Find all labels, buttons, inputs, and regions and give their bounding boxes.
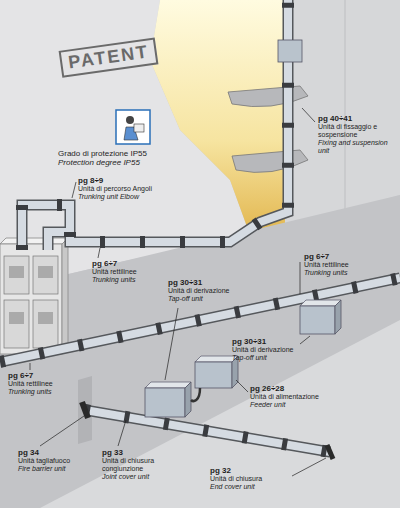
callout-label-en: Joint cover unit bbox=[102, 473, 182, 481]
callout-label: Unità di fissaggio e sospensione bbox=[318, 123, 396, 139]
callout-number: pg 6÷7 bbox=[8, 371, 83, 380]
protection-icon bbox=[126, 116, 134, 124]
cabinet-panel bbox=[4, 256, 29, 294]
patent-stamp: PATENT bbox=[59, 37, 159, 77]
callout-label-en: Trunking units bbox=[304, 269, 384, 277]
floor bbox=[40, 320, 400, 508]
breaker bbox=[38, 266, 53, 278]
fire-barrier bbox=[82, 402, 88, 418]
suspension-bracket bbox=[228, 86, 308, 107]
cabinet bbox=[0, 244, 62, 354]
trunking-unit bbox=[0, 0, 400, 452]
feeder-box bbox=[195, 362, 232, 388]
callout-label: Unità di derivazione bbox=[168, 287, 238, 295]
callout-label: Unità di percorso Angoli bbox=[78, 185, 168, 193]
cabinet-panel bbox=[33, 256, 58, 294]
suspension-bracket bbox=[232, 150, 308, 172]
cabinet-top bbox=[0, 238, 68, 244]
joint-cover bbox=[0, 0, 400, 452]
callout-label-en: Tap-off unit bbox=[232, 354, 298, 362]
callout-group: pg 26÷28Unità di alimentazioneFeeder uni… bbox=[250, 384, 340, 409]
callout-label: Unità tagliafuoco bbox=[18, 457, 90, 465]
callout-number: pg 33 bbox=[102, 448, 182, 457]
callout-label: Unità rettilinee bbox=[304, 261, 384, 269]
cabinet-panel bbox=[33, 300, 58, 348]
cable bbox=[191, 388, 200, 401]
stamp-group: PATENT bbox=[60, 44, 160, 71]
feeder-box-top bbox=[195, 356, 238, 362]
tap-off-box bbox=[300, 306, 335, 334]
callout-group: pg 32Unità di chiusuraEnd cover unit bbox=[210, 466, 290, 491]
tap-off-box-side bbox=[185, 382, 191, 417]
wall-opening bbox=[150, 0, 285, 235]
end-cover bbox=[327, 445, 333, 459]
callout-number: pg 6÷7 bbox=[92, 259, 172, 268]
protection-icon bbox=[116, 110, 150, 144]
callout-label-en: Trunking unit Elbow bbox=[78, 193, 168, 201]
callout-label-en: Fixing and suspension unit bbox=[318, 139, 396, 155]
leader-line bbox=[30, 108, 326, 476]
pillar-edge bbox=[345, 0, 346, 210]
callout-number: pg 30÷31 bbox=[168, 278, 238, 287]
tap-off-box-side bbox=[335, 300, 341, 334]
callout-label-en: Trunking units bbox=[8, 388, 83, 396]
protection-label-en: Protection degree IP55 bbox=[58, 158, 168, 167]
callout-number: pg 40÷41 bbox=[318, 114, 396, 123]
callout-label: Unità rettilinee bbox=[8, 380, 83, 388]
callout-group: pg 6÷7Unità rettilineeTrunking units bbox=[8, 371, 83, 396]
tap-off-box-top bbox=[300, 300, 341, 306]
callout-label: Unità di chiusura congiunzione bbox=[102, 457, 182, 473]
callout-number: pg 30÷31 bbox=[232, 337, 298, 346]
callout-group: pg 30÷31Unità di derivazioneTap-off unit bbox=[168, 278, 238, 303]
callout-label-en: Tap-off unit bbox=[168, 295, 238, 303]
callout-number: pg 34 bbox=[18, 448, 90, 457]
callout-number: pg 26÷28 bbox=[250, 384, 340, 393]
callout-label-en: Trunking units bbox=[92, 276, 172, 284]
callout-label: Unità di chiusura bbox=[210, 475, 290, 483]
callout-group: pg 6÷7Unità rettilineeTrunking units bbox=[92, 259, 172, 284]
callout-group: Grado di protezione IP55Protection degre… bbox=[58, 149, 168, 167]
callout-label-en: Fire barrier unit bbox=[18, 465, 90, 473]
tap-off-box bbox=[145, 388, 185, 417]
callout-group: pg 8÷9Unità di percorso AngoliTrunking u… bbox=[78, 176, 168, 201]
junction-box bbox=[278, 40, 302, 62]
cabinet-side bbox=[62, 238, 68, 354]
pillar bbox=[285, 0, 400, 228]
trunking-outline bbox=[0, 0, 400, 452]
callout-label-en: Feeder unit bbox=[250, 401, 340, 409]
protection-label: Grado di protezione IP55 bbox=[58, 149, 168, 158]
callout-group: pg 30÷31Unità di derivazioneTap-off unit bbox=[232, 337, 298, 362]
callout-number: pg 6÷7 bbox=[304, 252, 384, 261]
callout-group: pg 40÷41Unità di fissaggio e sospensione… bbox=[318, 114, 396, 155]
breaker bbox=[38, 312, 53, 324]
tap-off-box-top bbox=[145, 382, 191, 388]
callout-label: Unità di alimentazione bbox=[250, 393, 340, 401]
callout-label-en: End cover unit bbox=[210, 483, 290, 491]
callout-label: Unità rettilinee bbox=[92, 268, 172, 276]
protection-icon bbox=[134, 124, 144, 132]
breaker bbox=[9, 312, 24, 324]
callout-group: pg 34Unità tagliafuocoFire barrier unit bbox=[18, 448, 90, 473]
callout-group: pg 33Unità di chiusura congiunzioneJoint… bbox=[102, 448, 182, 481]
callout-number: pg 32 bbox=[210, 466, 290, 475]
callout-number: pg 8÷9 bbox=[78, 176, 168, 185]
cabinet-panel bbox=[4, 300, 29, 348]
breaker bbox=[9, 266, 24, 278]
callout-group: pg 6÷7Unità rettilineeTrunking units bbox=[304, 252, 384, 277]
callout-label: Unità di derivazione bbox=[232, 346, 298, 354]
